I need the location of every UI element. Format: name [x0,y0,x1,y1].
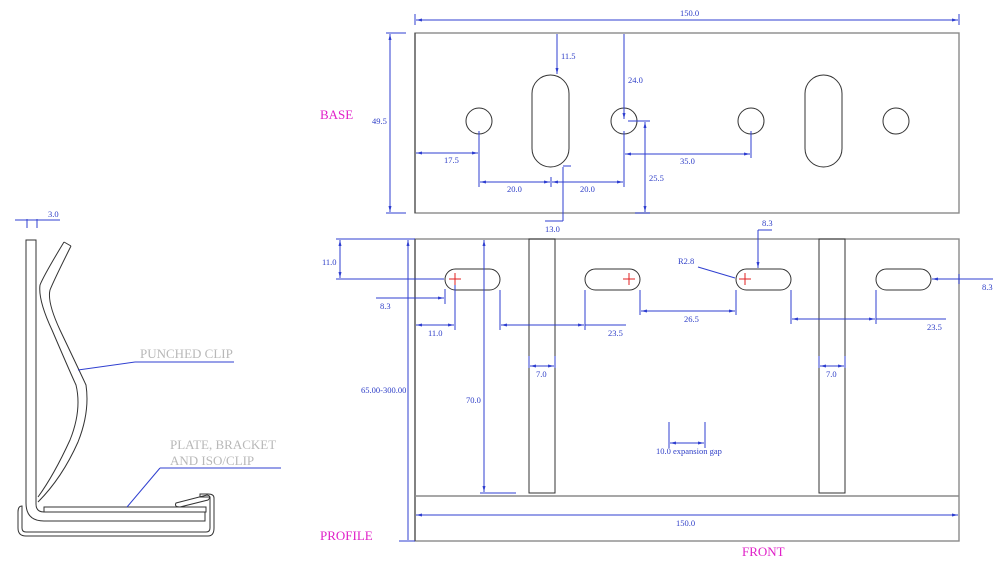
dim-base-hole-bottom: 25.5 [649,173,664,183]
base-plate-outline [414,32,960,214]
dim-front-slot-gap-1: 23.5 [608,328,623,338]
front-slot-4 [875,268,932,291]
base-hole-3 [737,107,765,135]
dim-profile-thickness: 3.0 [48,209,59,219]
view-label-base: BASE [320,107,353,122]
iso-clip-profile [17,493,215,537]
dim-base-hole-top-offset: 24.0 [628,75,643,85]
dim-front-slot-edge-left: 8.3 [380,301,391,311]
dim-base-height: 49.5 [372,116,387,126]
base-slot-2 [804,74,843,168]
front-slot-3 [735,268,792,291]
plate-profile [43,506,207,513]
view-label-profile: PROFILE [320,528,373,543]
dim-base-slot-to-hole: 20.0 [580,184,595,194]
dim-front-slot-center: 11.0 [428,328,443,338]
center-mark-2 [623,273,635,285]
center-mark-1 [449,273,461,285]
dim-base-slot-top-offset: 11.5 [561,51,576,61]
dim-base-overall-width: 150.0 [680,8,699,18]
callout-punched-clip: PUNCHED CLIP [140,346,233,361]
center-mark-3 [739,273,751,285]
dim-front-tab-width-left: 7.0 [536,369,547,379]
base-view: 150.0 49.5 11.5 24.0 17.5 20.0 20.0 13.0… [320,8,960,234]
dim-front-expansion-gap: 10.0 expansion gap [656,446,722,456]
bracket-profile [25,239,206,522]
dim-front-overall-width: 150.0 [676,518,695,528]
dim-front-height-range: 65.00-300.00 [361,385,406,395]
dim-base-hole-spacing: 35.0 [680,156,695,166]
callout-plate-line2: AND ISO/CLIP [170,453,254,468]
base-hole-4 [882,107,910,135]
dim-front-slot-from-top: 11.0 [322,257,337,267]
dim-front-slot-gap-2: 23.5 [927,322,942,332]
dim-front-slot-spacing: 26.5 [684,314,699,324]
dim-base-hole-to-slot: 20.0 [507,184,522,194]
base-slot-1 [531,74,570,168]
dim-base-first-hole: 17.5 [444,155,459,165]
front-slot-1 [444,268,501,291]
dim-front-slot-edge-right: 8.3 [982,282,993,292]
dim-base-slot-bottom: 13.0 [545,224,560,234]
callout-plate-line1: PLATE, BRACKET [170,437,276,452]
front-view: 11.0 8.3 11.0 23.5 26.5 R2.8 8.3 23.5 [320,218,993,559]
view-label-front: FRONT [742,544,785,559]
dim-front-tab-width-right: 7.0 [826,369,837,379]
punched-clip-profile [37,241,79,498]
dim-front-tab-height: 70.0 [466,395,481,405]
profile-view: 3.0 PUNCHED CLIP PLATE, BRACKET AND ISO/… [15,209,281,537]
dim-front-slot-top-mark: 8.3 [762,218,773,228]
dim-front-slot-radius: R2.8 [678,256,694,266]
front-slot-2 [584,268,641,291]
base-hole-1 [465,107,493,135]
